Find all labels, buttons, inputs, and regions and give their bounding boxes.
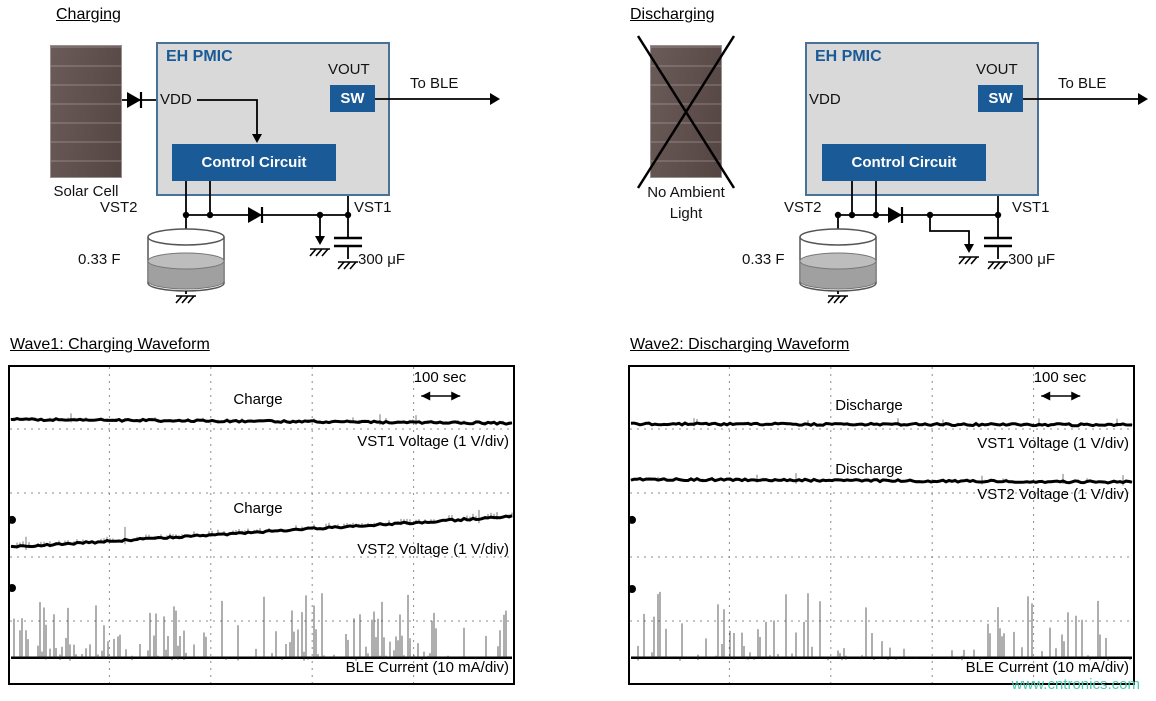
eh-pmic-label-discharging: EH PMIC [815,48,882,65]
wave1-time-scale-label: 100 sec [413,369,467,386]
waveform-plot [628,365,1135,685]
bus-diode-icon [886,205,904,225]
junction-dot [206,211,214,219]
cap-value-discharging: 300 μF [1008,251,1055,268]
control-circuit-box-charging: Control Circuit [172,144,336,181]
arrowhead-right-icon [490,93,500,105]
junction-dot [926,211,934,219]
wave2-time-scale-label: 100 sec [1033,369,1087,386]
vst1-label-charging: VST1 [354,199,392,216]
solar-cell-label: Solar Cell [53,183,119,200]
solar-cell [50,45,122,178]
supercap-value-charging: 0.33 F [78,251,121,268]
vdd-label-charging: VDD [160,91,192,108]
vout-label-discharging: VOUT [976,61,1018,78]
vst2-label-charging: VST2 [100,199,138,216]
wave1-title: Wave1: Charging Waveform [10,336,210,353]
ground-icon [958,256,980,265]
ground-icon [337,261,359,270]
junction-dot [316,211,324,219]
arrowhead-right-icon [1138,93,1148,105]
sw-box-charging: SW [330,85,375,112]
sw-box-discharging: SW [978,85,1023,112]
ground-icon [827,295,849,304]
wave1-vst2-annotation: Charge [233,500,283,517]
wave2-vst2-annotation: Discharge [835,461,903,478]
vst1-label-discharging: VST1 [1012,199,1050,216]
no-ambient-light-line1: No Ambient [647,184,725,201]
arrowhead-down-icon [315,236,325,245]
vst2-label-discharging: VST2 [784,199,822,216]
input-diode-icon [125,90,143,110]
discharging-title: Discharging [630,6,715,23]
junction-dot [182,211,190,219]
supercap-icon [799,228,877,292]
junction-dot [344,211,352,219]
no-ambient-light-line2: Light [669,205,703,222]
discharge-current-path [929,215,970,246]
vout-label-charging: VOUT [328,61,370,78]
junction-dot [848,211,856,219]
arrowhead-down-icon [964,244,974,253]
control-circuit-box-discharging: Control Circuit [822,144,986,181]
waveform-plot [8,365,515,685]
junction-dot [994,211,1002,219]
wave2-scope: 100 sec Discharge VST1 Voltage (1 V/div)… [628,365,1135,685]
no-ambient-light-label: No Ambient Light [626,182,746,224]
charging-title: Charging [56,6,121,23]
watermark: www.cntronics.com [1011,676,1140,693]
eh-pmic-label-charging: EH PMIC [166,48,233,65]
to-ble-label-charging: To BLE [410,75,459,92]
wave1-vst1-annotation: Charge [233,391,283,408]
wave1-ble-label: BLE Current (10 mA/div) [345,659,509,676]
wave1-vst2-label: VST2 Voltage (1 V/div) [357,541,509,558]
vdd-label-discharging: VDD [809,91,841,108]
supercap-value-discharging: 0.33 F [742,251,785,268]
wave2-vst1-annotation: Discharge [835,397,903,414]
junction-dot [872,211,880,219]
to-ble-label-discharging: To BLE [1058,75,1107,92]
solar-cell-disabled [650,45,722,178]
bus-diode-icon [246,205,264,225]
wave1-vst1-label: VST1 Voltage (1 V/div) [357,433,509,450]
wave2-title: Wave2: Discharging Waveform [630,336,850,353]
wave1-scope: 100 sec Charge VST1 Voltage (1 V/div) Ch… [8,365,515,685]
supercap-icon [147,228,225,292]
ground-icon [309,248,331,257]
wave2-vst2-label: VST2 Voltage (1 V/div) [977,486,1129,503]
wave2-ble-label: BLE Current (10 mA/div) [965,659,1129,676]
junction-dot [834,211,842,219]
ground-icon [175,295,197,304]
wave2-vst1-label: VST1 Voltage (1 V/div) [977,435,1129,452]
ground-icon [987,261,1009,270]
cap-value-charging: 300 μF [358,251,405,268]
